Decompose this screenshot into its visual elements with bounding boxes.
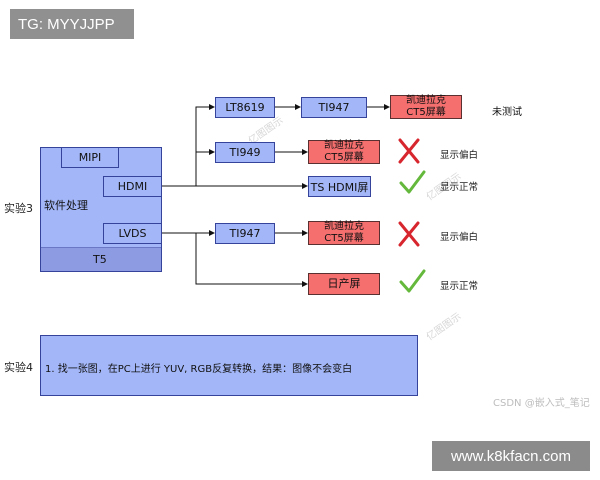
experiment4-box: 1. 找一张图，在PC上进行 YUV, RGB反复转换，结果：图像不会变白 [40, 335, 418, 396]
site-watermark: www.k8kfacn.com [432, 441, 590, 471]
status-normal: 显示正常 [440, 281, 479, 292]
ti947-box: TI947 [215, 223, 275, 244]
cadillac-ct5-screen: 凯迪拉克 CT5屏幕 [390, 95, 462, 119]
csdn-credit: CSDN @嵌入式_笔记 [493, 398, 590, 409]
status-normal: 显示正常 [440, 182, 479, 193]
cadillac-ct5-screen: 凯迪拉克 CT5屏幕 [308, 221, 380, 245]
experiment4-text: 1. 找一张图，在PC上进行 YUV, RGB反复转换，结果：图像不会变白 [45, 364, 353, 375]
status-whitish: 显示偏白 [440, 232, 479, 243]
mipi-box: MIPI [61, 147, 119, 168]
experiment4-label: 实验4 [4, 361, 33, 374]
check-icon [398, 267, 426, 299]
check-icon [398, 168, 426, 200]
cross-icon [398, 138, 420, 168]
lt8619-box: LT8619 [215, 97, 275, 118]
ti949-box: TI949 [215, 142, 275, 163]
nissan-screen: 日产屏 [308, 273, 380, 295]
status-untested: 未测试 [492, 107, 522, 118]
experiment3-label: 实验3 [4, 202, 33, 215]
tg-tag: TG: MYYJJPP [10, 9, 134, 39]
cadillac-ct5-screen: 凯迪拉克 CT5屏幕 [308, 140, 380, 164]
cross-icon [398, 221, 420, 251]
t5-label: T5 [93, 253, 107, 266]
ti947-box: TI947 [301, 97, 367, 118]
software-processing-label: 软件处理 [44, 199, 88, 212]
lvds-box: LVDS [103, 223, 162, 244]
t5-footer [41, 247, 161, 271]
ts-hdmi-screen-box: TS HDMI屏 [308, 176, 371, 197]
status-whitish: 显示偏白 [440, 150, 479, 161]
hdmi-box: HDMI [103, 176, 162, 197]
